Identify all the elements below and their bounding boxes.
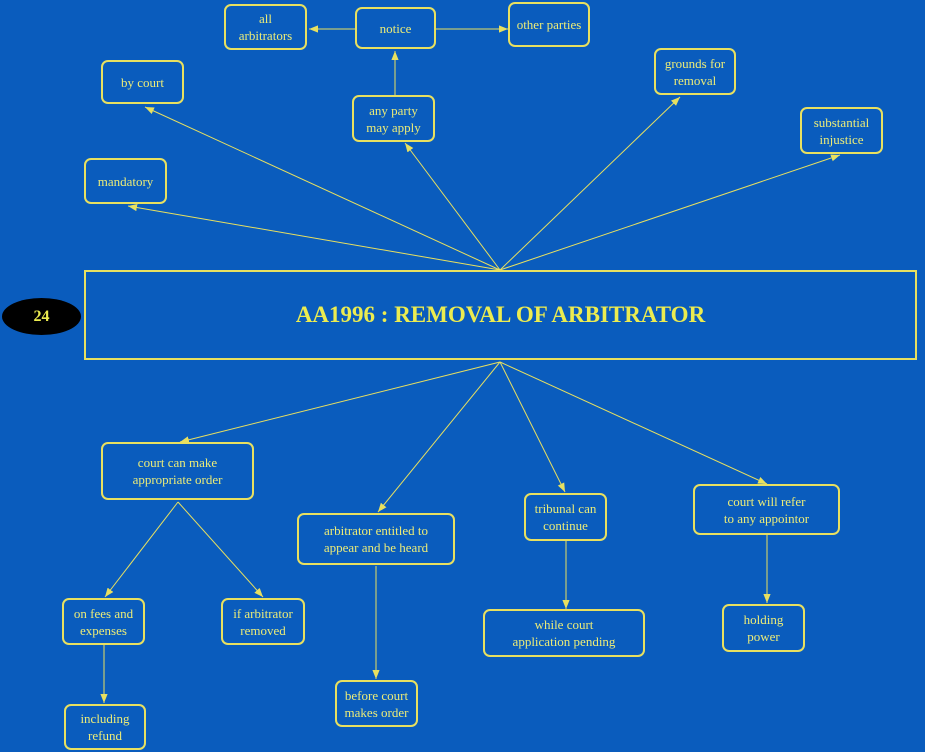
main-topic-title: AA1996 : REMOVAL OF ARBITRATOR: [295, 302, 706, 327]
node-court-can-make-order: court can make appropriate order: [101, 442, 254, 500]
node-including-refund: including refund: [64, 704, 146, 750]
node-if-arbitrator-removed: if arbitrator removed: [221, 598, 305, 645]
node-substantial-injustice: substantial injustice: [800, 107, 883, 154]
link-main-entitled: [377, 361, 501, 513]
node-any-party: any party may apply: [352, 95, 435, 142]
node-court-will-refer: court will refer to any appointor: [693, 484, 840, 535]
link-main-tribunal: [499, 361, 566, 493]
slide-number-badge: 24: [2, 298, 81, 335]
node-holding-power: holding power: [722, 604, 805, 652]
node-before-court-order: before court makes order: [335, 680, 418, 727]
node-tribunal-can-continue: tribunal can continue: [524, 493, 607, 541]
node-while-pending: while court application pending: [483, 609, 645, 657]
link-order-fees: [104, 501, 179, 598]
node-mandatory: mandatory: [84, 158, 167, 204]
node-grounds-for-removal: grounds for removal: [654, 48, 736, 95]
link-main-by-court: [144, 106, 501, 271]
main-topic-box: AA1996 : REMOVAL OF ARBITRATOR: [84, 270, 917, 360]
link-order-removed: [177, 501, 264, 598]
link-main-mandatory: [127, 203, 501, 271]
node-by-court: by court: [101, 60, 184, 104]
link-main-substantial: [499, 154, 841, 271]
node-other-parties: other parties: [508, 2, 590, 47]
node-arbitrator-entitled: arbitrator entitled to appear and be hea…: [297, 513, 455, 565]
node-all-arbitrators: all arbitrators: [224, 4, 307, 50]
node-notice: notice: [355, 7, 436, 49]
link-main-refer: [499, 361, 768, 485]
link-main-grounds: [499, 96, 681, 271]
link-main-court-order: [179, 361, 501, 444]
node-fees-and-expenses: on fees and expenses: [62, 598, 145, 645]
link-main-any-party: [404, 142, 501, 271]
